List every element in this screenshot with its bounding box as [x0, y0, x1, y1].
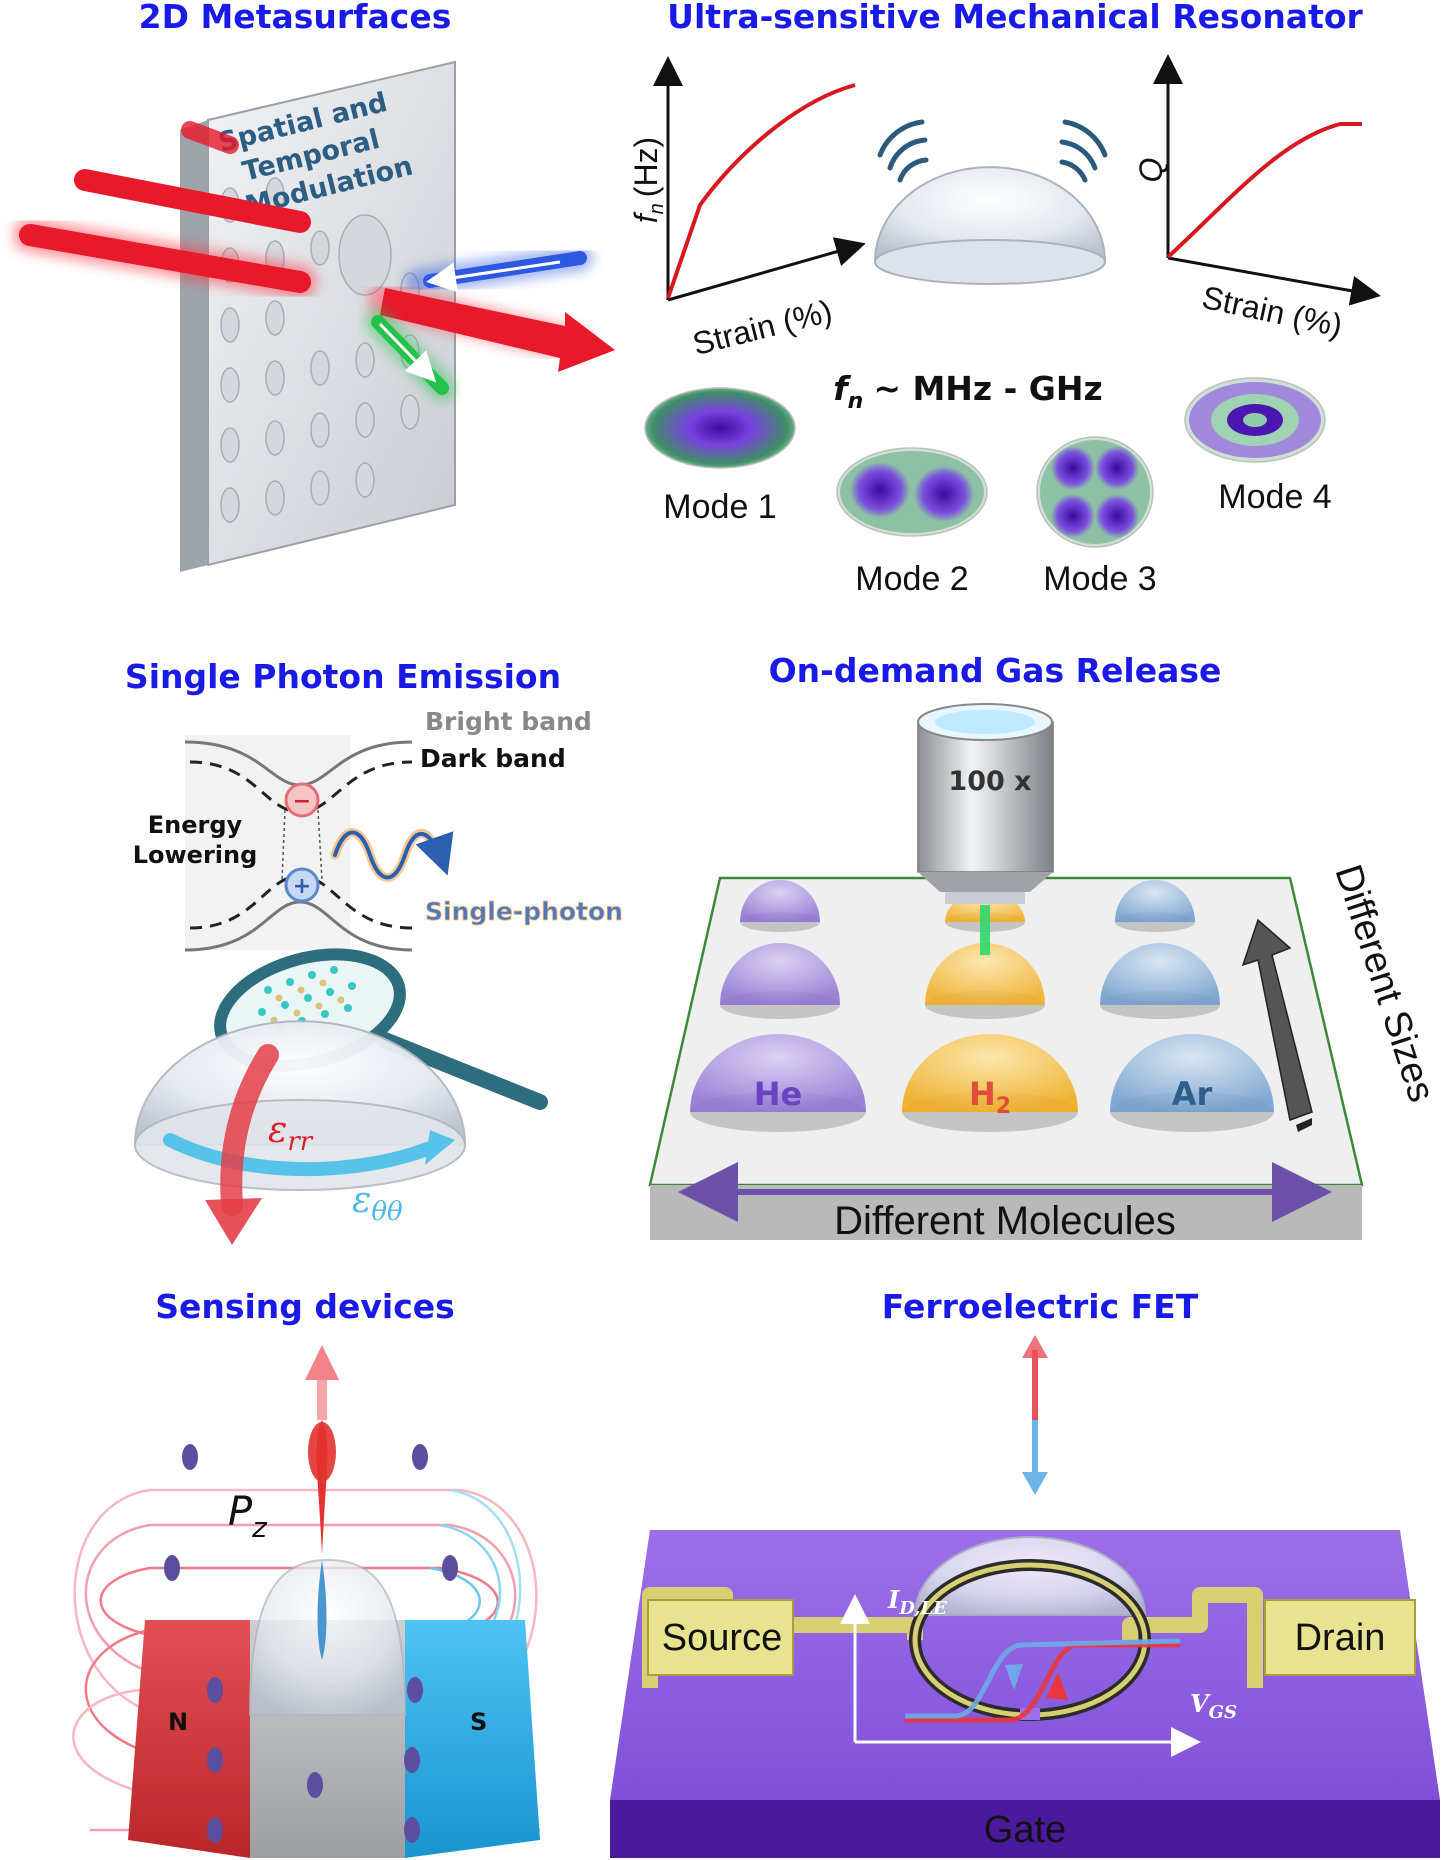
size-arrow: [1241, 918, 1313, 1132]
eps-theta-arrow: [163, 1133, 437, 1177]
modulation-label: Spatial and Temporal Modulation: [215, 87, 416, 222]
pz-label: Pz: [228, 1489, 268, 1544]
eps-rr-label: εrr: [268, 1110, 314, 1157]
ar-bubble-large: Ar: [1110, 1034, 1274, 1132]
bright-band-label: Bright band: [425, 707, 592, 736]
drain-electrode: [1264, 1599, 1416, 1676]
svg-text:Mode 1: Mode 1: [663, 488, 776, 526]
q-plot-xlabel: Strain (%): [1199, 279, 1346, 344]
drain-label: Drain: [1295, 1617, 1386, 1659]
red-output-beam: [368, 283, 615, 372]
gas-title: On-demand Gas Release: [769, 651, 1222, 690]
red-beam-1: [13, 218, 317, 299]
gate-layer: [610, 1800, 1440, 1858]
mode-4: Mode 4: [1184, 377, 1332, 516]
source-electrode: [647, 1599, 794, 1676]
objective-lens: 100 x: [917, 703, 1054, 904]
blue-beam: [405, 245, 593, 295]
mode-3: Mode 3: [1036, 436, 1157, 598]
red-beam-3: [181, 121, 239, 154]
frequency-range-label: fn~ MHz - GHz: [833, 369, 1102, 414]
vibration-waves-left: [877, 119, 929, 183]
sensing-title: Sensing devices: [155, 1287, 455, 1326]
ffet-panel: Ferroelectric FET Gate Source Drain ID,L: [610, 1287, 1440, 1858]
fn-curve: [666, 83, 856, 299]
north-pole: [128, 1620, 250, 1858]
hysteresis-ylabel: ID,LE: [887, 1585, 947, 1619]
ffet-dome: [913, 1536, 1147, 1616]
spin-markers: [164, 1444, 458, 1843]
source-label: Source: [662, 1617, 782, 1659]
he-label: He: [754, 1075, 802, 1113]
metasurface-slab-edge: [180, 120, 208, 572]
sensing-dome: [248, 1558, 407, 1716]
resonator-panel: Ultra-sensitive Mechanical Resonator fn(…: [628, 0, 1381, 598]
south-label: S: [470, 1708, 487, 1736]
gas-panel: On-demand Gas Release He H2 Ar 100 x: [648, 651, 1443, 1243]
electron: −: [284, 782, 320, 818]
photon-panel: Single Photon Emission − + Bright band D…: [125, 657, 623, 1245]
svg-text:−: −: [293, 789, 311, 814]
red-beam-2: [74, 169, 311, 233]
photon-wave: [333, 830, 454, 880]
q-plot-x-axis: [1167, 256, 1381, 306]
gate-label: Gate: [984, 1809, 1066, 1851]
drain-trace: [1122, 1587, 1263, 1688]
dark-band-label: Dark band: [420, 744, 566, 773]
svg-text:Mode 4: Mode 4: [1218, 478, 1331, 516]
metasurface-title: 2D Metasurfaces: [139, 0, 452, 36]
resonator-dome: [873, 119, 1108, 285]
photon-wave-glow: [330, 828, 445, 882]
different-sizes-label: Different Sizes: [1326, 860, 1442, 1107]
sensing-panel: Sensing devices N S Pz: [72, 1287, 540, 1858]
ar-bubble-medium: [1100, 943, 1220, 1019]
svg-text:+: +: [293, 874, 311, 899]
hysteresis-plot: ID,LE VGS: [840, 1585, 1237, 1757]
q-curve: [1166, 122, 1362, 259]
ar-label: Ar: [1172, 1075, 1213, 1113]
h2-label: H2: [969, 1075, 1011, 1119]
photon-title: Single Photon Emission: [125, 657, 561, 696]
mode-2: Mode 2: [836, 447, 988, 598]
green-beam: [365, 309, 455, 401]
south-pole: [405, 1620, 540, 1858]
energy-lowering-label-2: Lowering: [133, 841, 258, 869]
ffet-title: Ferroelectric FET: [882, 1287, 1199, 1326]
h2-bubble-large: H2: [902, 1034, 1078, 1132]
polarization-arrow-head: [305, 1345, 339, 1380]
h2-bubble-medium: [925, 943, 1045, 1019]
eps-rr-arrow: [220, 1044, 279, 1216]
he-bubble-large: He: [690, 1034, 866, 1132]
single-photon-label: Single-photon: [425, 897, 623, 926]
different-molecules-label: Different Molecules: [834, 1199, 1176, 1243]
fn-plot-ylabel: fn(Hz): [628, 137, 668, 223]
resonator-title: Ultra-sensitive Mechanical Resonator: [667, 0, 1363, 36]
hole: +: [284, 867, 320, 903]
objective-magnification: 100 x: [948, 766, 1031, 797]
north-label: N: [168, 1708, 188, 1736]
ar-bubble-small: [1115, 880, 1195, 932]
hysteresis-reverse: [905, 1638, 1181, 1719]
he-bubble-small: [740, 880, 820, 932]
q-plot-ylabel: Q: [1133, 158, 1169, 183]
metasurface-panel: 2D Metasurfaces Spatial and Temporal Mod…: [13, 0, 615, 572]
svg-text:Mode 2: Mode 2: [855, 560, 968, 598]
fn-plot-xlabel: Strain (%): [689, 293, 836, 362]
fn-strain-plot: fn(Hz) Strain (%): [628, 56, 866, 362]
eps-theta-label: εθθ: [352, 1180, 403, 1227]
hysteresis-forward: [905, 1642, 1180, 1723]
fn-plot-x-axis: [667, 237, 866, 302]
q-strain-plot: Q Strain (%): [1133, 54, 1381, 344]
polarization-tail: [317, 1560, 327, 1660]
mode-1: Mode 1: [644, 387, 796, 526]
svg-text:Mode 3: Mode 3: [1043, 560, 1156, 598]
strain-dome: εrr εθθ: [133, 1020, 467, 1245]
he-bubble-medium: [720, 943, 840, 1019]
energy-lowering-label-1: Energy: [148, 811, 243, 839]
hysteresis-xlabel: VGS: [1190, 1689, 1237, 1723]
vibration-waves-right: [1059, 119, 1108, 183]
